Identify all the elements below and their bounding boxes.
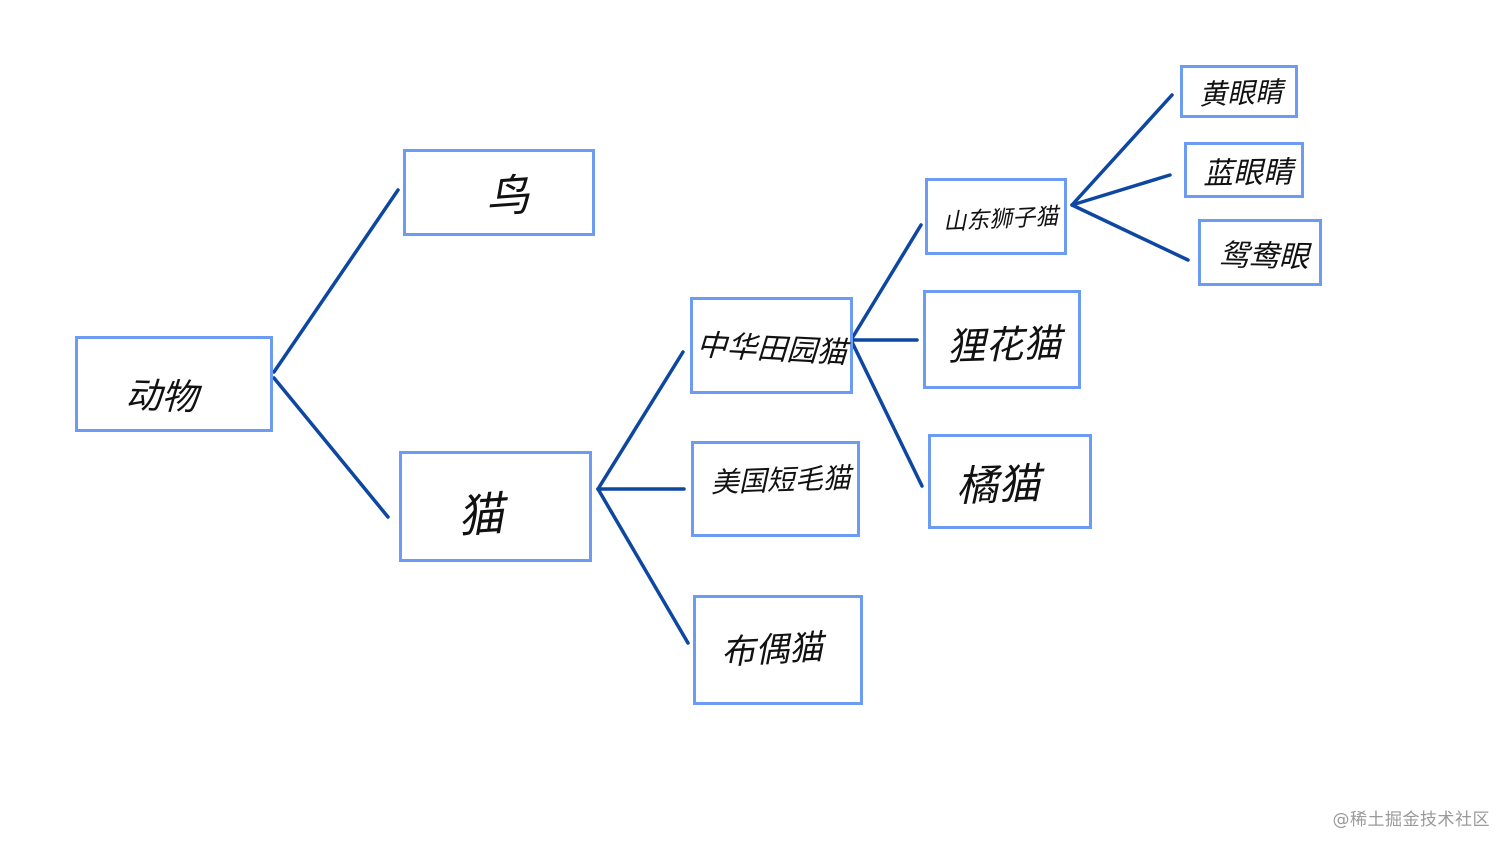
node-label-yellow-eyes: 黄眼睛 [1198, 74, 1284, 111]
node-chinese-garden-cat: 中华田园猫 [690, 297, 853, 394]
node-cat: 猫 [399, 451, 592, 562]
node-shandong-lion-cat: 山东狮子猫 [925, 178, 1067, 255]
node-label-cat: 猫 [455, 486, 505, 544]
edge-chinese-garden-cat-shandong-lion-cat [849, 223, 923, 342]
node-label-shandong-lion-cat: 山东狮子猫 [942, 203, 1059, 236]
node-label-american-shorthair: 美国短毛猫 [710, 461, 852, 500]
node-label-ragdoll: 布偶猫 [720, 627, 824, 673]
node-blue-eyes: 蓝眼睛 [1184, 142, 1304, 198]
node-dragon-li: 狸花猫 [923, 290, 1081, 389]
edge-shandong-lion-cat-yellow-eyes [1070, 93, 1174, 207]
node-label-chinese-garden-cat: 中华田园猫 [695, 327, 848, 371]
node-label-blue-eyes: 蓝眼睛 [1202, 155, 1294, 192]
edge-shandong-lion-cat-odd-eyes [1070, 203, 1190, 262]
node-orange-cat: 橘猫 [928, 434, 1092, 529]
edge-animal-bird [272, 188, 400, 374]
node-american-shorthair: 美国短毛猫 [691, 441, 860, 537]
edge-cat-ragdoll [596, 487, 690, 645]
watermark-text: @稀土掘金技术社区 [1332, 810, 1490, 830]
edge-cat-chinese-garden-cat [596, 350, 685, 491]
node-label-odd-eyes: 鸳鸯眼 [1218, 237, 1310, 275]
edge-shandong-lion-cat-blue-eyes [1070, 173, 1172, 207]
node-animal: 动物 [75, 336, 273, 432]
node-yellow-eyes: 黄眼睛 [1180, 65, 1298, 118]
node-label-orange-cat: 橘猫 [955, 458, 1041, 511]
node-bird: 鸟 [403, 149, 595, 236]
node-label-animal: 动物 [124, 375, 199, 419]
node-odd-eyes: 鸳鸯眼 [1198, 219, 1322, 286]
node-ragdoll: 布偶猫 [693, 595, 863, 705]
edge-chinese-garden-cat-orange-cat [849, 338, 924, 488]
node-label-dragon-li: 狸花猫 [946, 320, 1062, 369]
node-label-bird: 鸟 [483, 169, 532, 224]
edge-animal-cat [272, 376, 390, 519]
